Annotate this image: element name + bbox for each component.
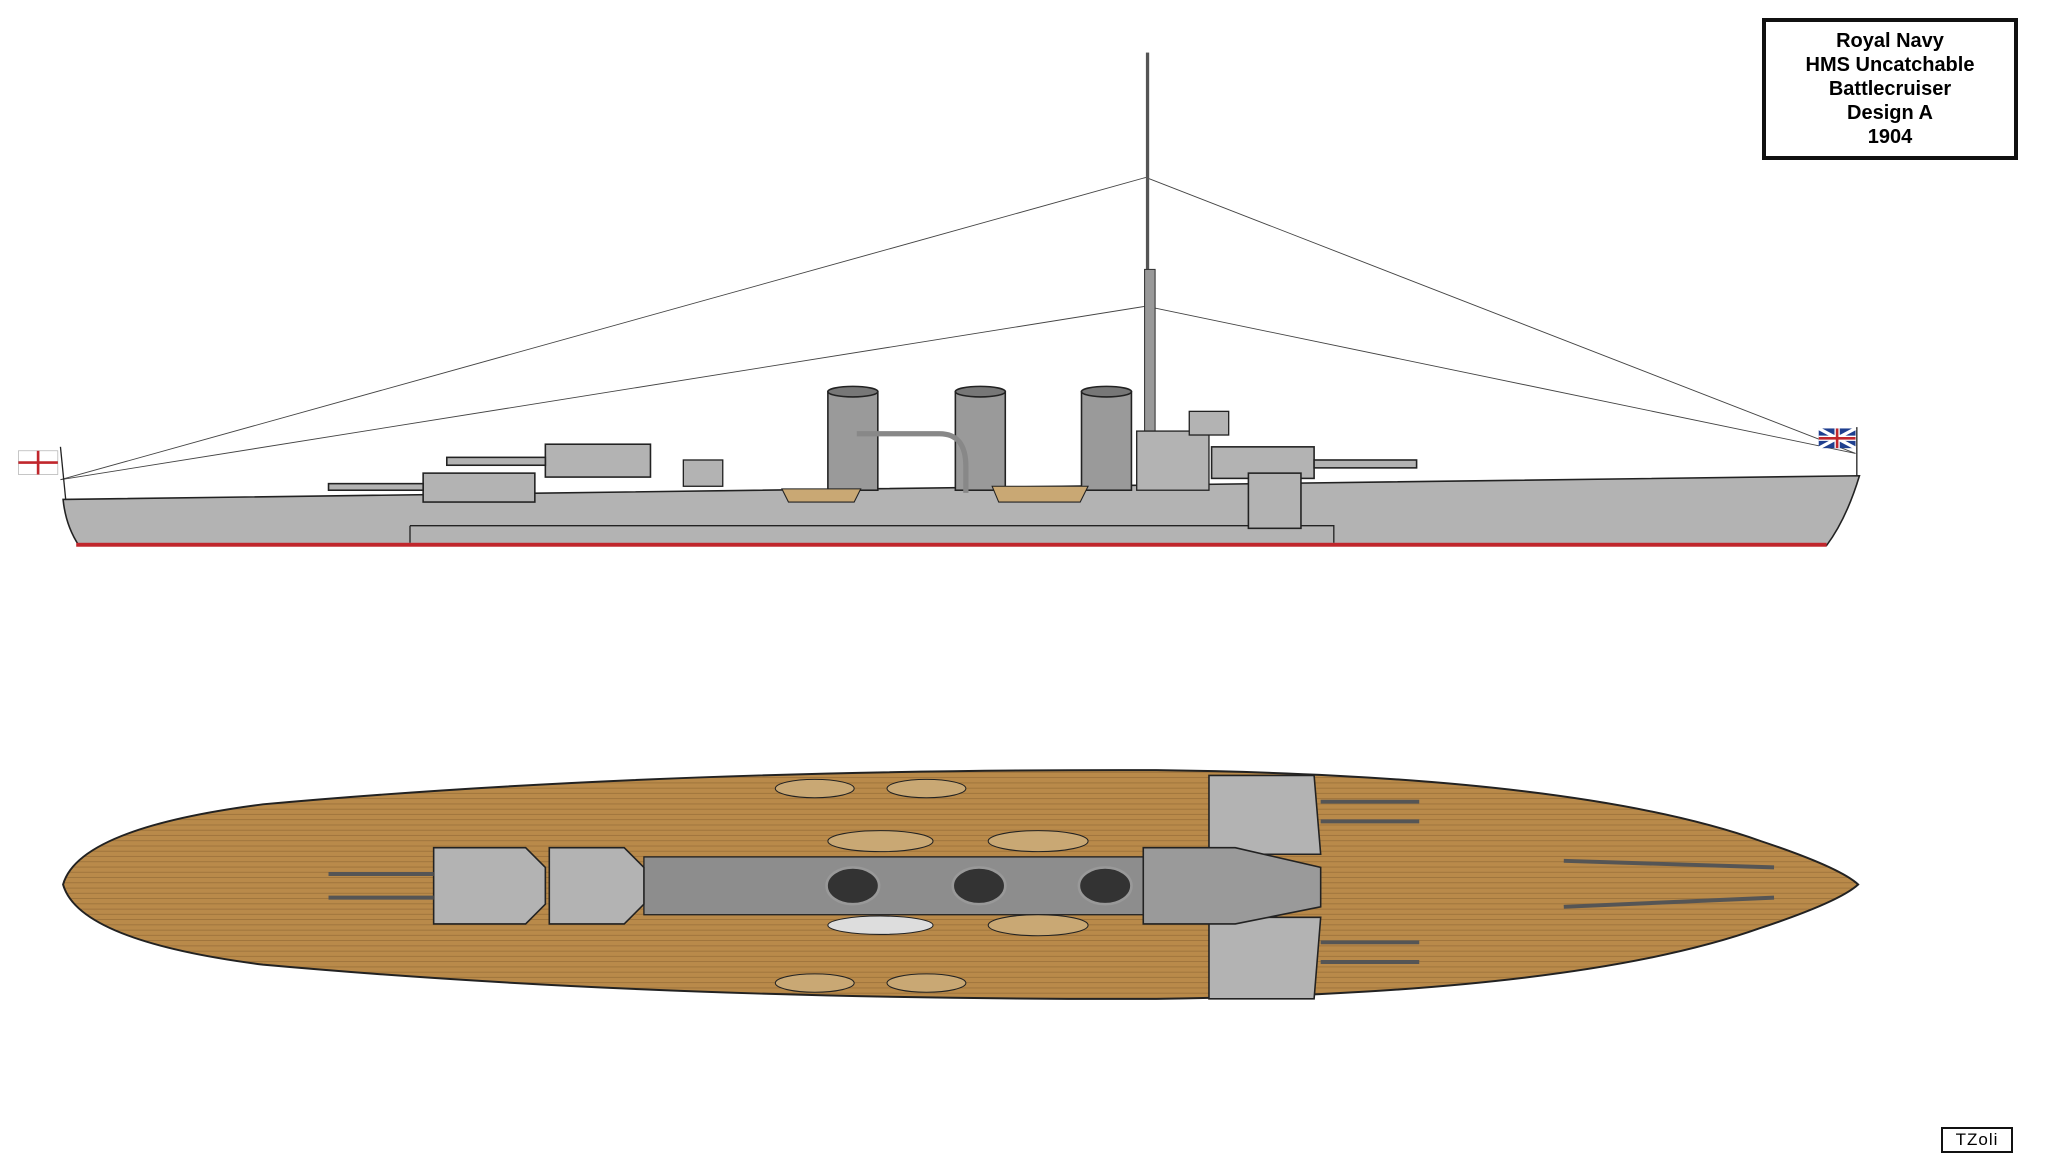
title-block: Royal Navy HMS Uncatchable Battlecruiser…: [1762, 18, 2018, 160]
artist-signature: TZoli: [1941, 1127, 2013, 1153]
ensign-stern: [18, 446, 67, 500]
superstructure: [682, 410, 1230, 493]
turrets: [327, 443, 1418, 530]
title-line-year: 1904: [1867, 126, 1913, 148]
superstructure-deck: [643, 856, 1144, 916]
top-turrets: [432, 774, 1322, 1000]
title-line-design: Design A: [1847, 102, 1933, 124]
gun-barrels: [328, 799, 1775, 965]
boats: [781, 485, 1089, 503]
top-view: [62, 769, 1860, 1000]
hull: [62, 474, 1861, 547]
title-line-navy: Royal Navy: [1836, 30, 1944, 52]
rigging-lines: [60, 176, 1856, 481]
funnel-tops: [825, 866, 1133, 906]
top-boats: [774, 778, 1089, 993]
title-line-ship-name: HMS Uncatchable: [1805, 54, 1975, 76]
side-profile: [18, 52, 1861, 547]
funnels: [827, 385, 1133, 492]
title-line-type: Battlecruiser: [1828, 78, 1952, 100]
boot-topping: [76, 542, 1827, 547]
main-mast: [1145, 52, 1150, 447]
union-jack-bow: [1817, 426, 1858, 476]
